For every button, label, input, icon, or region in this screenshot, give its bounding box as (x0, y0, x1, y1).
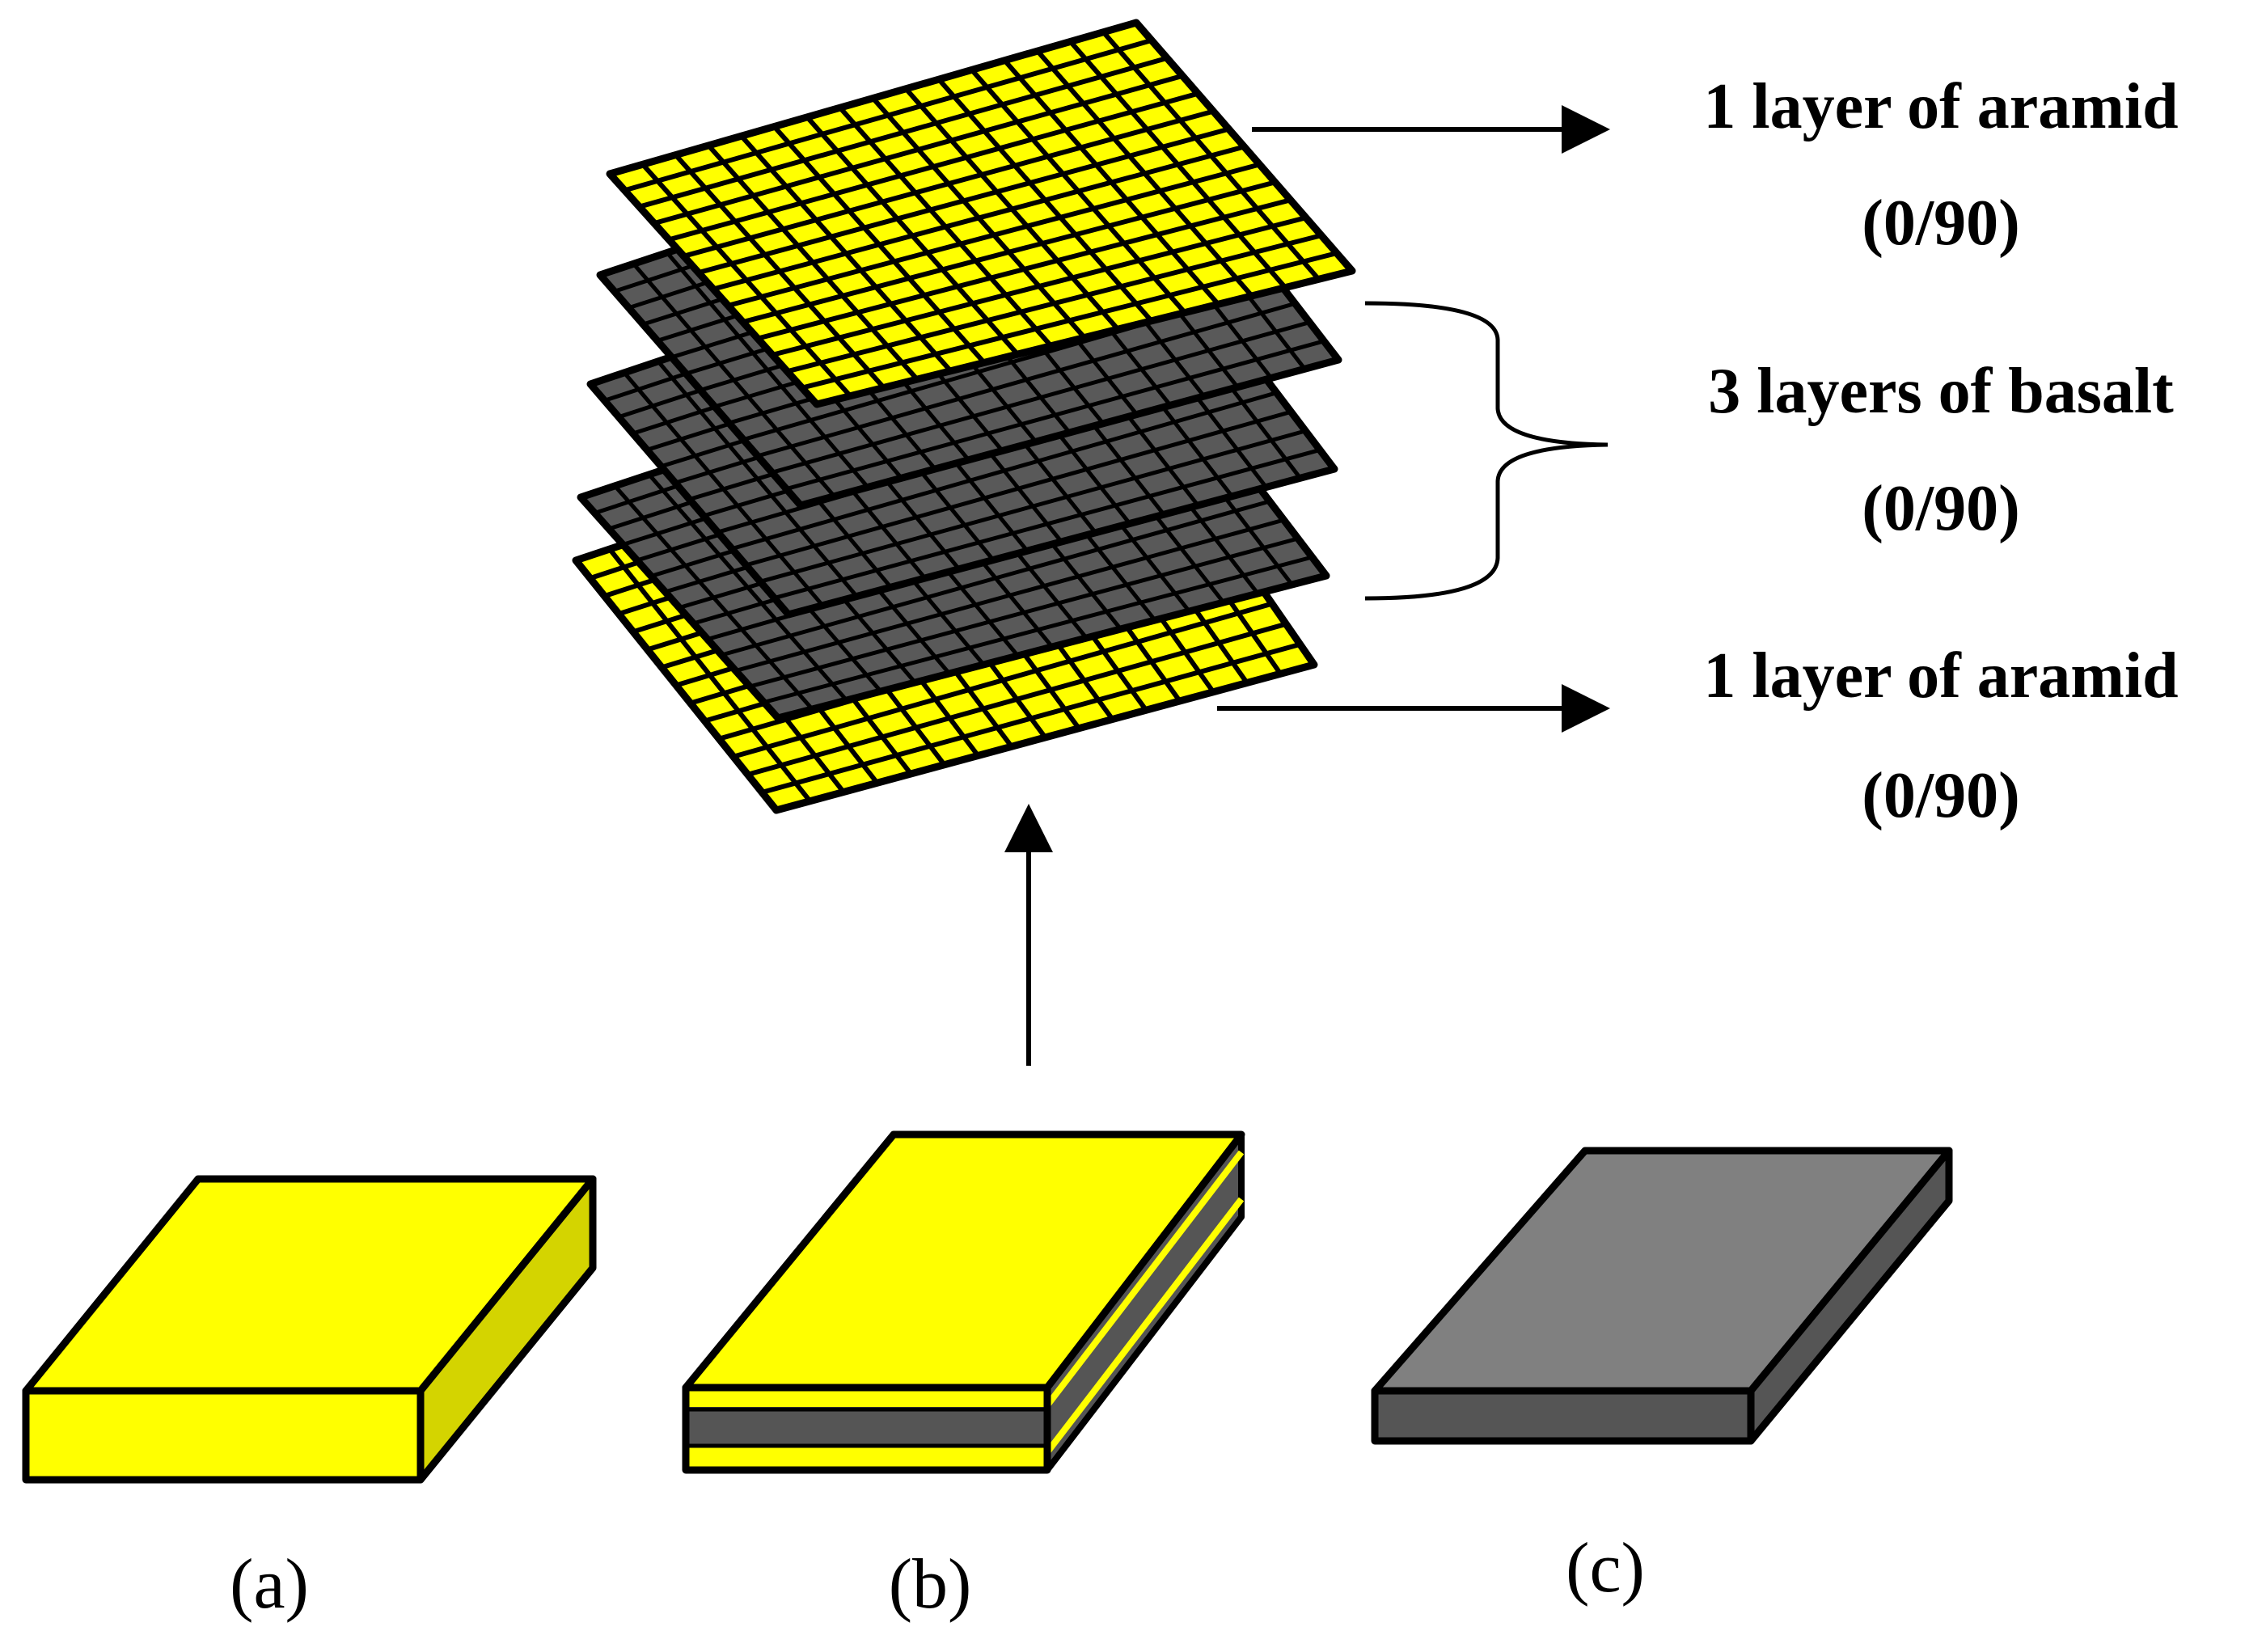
caption-a: (a) (230, 1545, 309, 1624)
top-aramid-label: 1 layer of aramid (1703, 71, 2178, 142)
panel-c-basalt-block (1371, 1147, 1953, 1445)
block-c-front (1371, 1387, 1755, 1445)
curly-brace-icon (1364, 301, 1609, 601)
basalt-orientation: (0/90) (1862, 473, 2020, 544)
bottom-aramid-label: 1 layer of aramid (1703, 640, 2178, 712)
caption-b: (b) (889, 1545, 972, 1624)
caption-c: (c) (1566, 1529, 1645, 1608)
panel-a-aramid-block (22, 1175, 597, 1484)
aramid-ply-5 (606, 19, 1356, 408)
basalt-label: 3 layers of basalt (1708, 356, 2174, 427)
top-aramid-orientation: (0/90) (1862, 188, 2020, 259)
bottom-aramid-orientation: (0/90) (1862, 760, 2020, 831)
block-b-front-outline (682, 1384, 1051, 1474)
aramid-ply-5-grid (624, 30, 1338, 398)
ply-stack (572, 19, 1356, 814)
block-a-front (22, 1387, 425, 1484)
panel-b-hybrid-block (682, 1130, 1245, 1474)
